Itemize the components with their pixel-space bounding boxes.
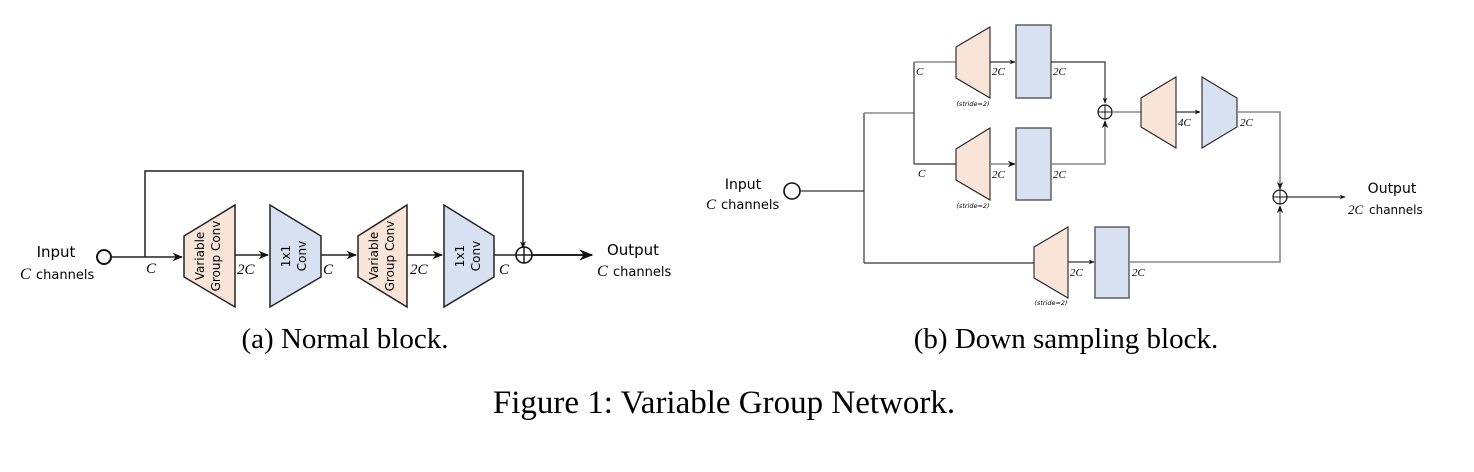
subcaption-a: (a) Normal block.: [242, 323, 449, 355]
down-shortcut-label-2c-mid: 2C: [1070, 267, 1084, 279]
normal-group-conv-2-line2: Group Conv: [383, 221, 397, 292]
down-merge-label-4c: 4C: [1178, 117, 1192, 129]
normal-output-channels: channels: [613, 265, 671, 280]
down-merge-edge-out: [1237, 111, 1284, 190]
down-sum-node-1: [1097, 104, 1113, 120]
down-input-title: Input: [725, 177, 762, 193]
down-mid-label-2c-mid: 2C: [992, 169, 1006, 181]
down-top-group-conv: [955, 26, 991, 99]
normal-label-2c-b: 2C: [410, 262, 429, 278]
downsampling-block-diagram: Input C channels C (stride=2) 2C 2C C (s…: [706, 24, 1423, 307]
normal-input-symbol: C: [20, 266, 31, 283]
down-input-node: [783, 182, 801, 200]
normal-pointwise-conv-1-line1: 1x1: [279, 245, 293, 267]
normal-pointwise-conv-2-line1: 1x1: [453, 245, 467, 267]
normal-output-title: Output: [607, 241, 659, 259]
down-mid-group-conv: [955, 127, 991, 201]
figure-caption: Figure 1: Variable Group Network.: [493, 385, 955, 421]
down-shortcut-pointwise-conv: [1094, 226, 1130, 299]
down-merge-pointwise-conv: [1201, 76, 1238, 149]
down-top-edge-out: [1051, 61, 1108, 104]
normal-label-c-in: C: [146, 261, 157, 277]
down-merge-group-conv: [1140, 76, 1177, 149]
normal-input-channels: channels: [36, 268, 94, 283]
down-sum-node-2: [1272, 189, 1288, 205]
down-shortcut-label-2c-out: 2C: [1132, 267, 1146, 279]
down-mid-pointwise-conv: [1015, 127, 1052, 201]
normal-label-c-out: C: [499, 262, 510, 278]
normal-group-conv-1-line1: Variable: [193, 232, 207, 281]
down-input-channels: channels: [721, 198, 779, 213]
down-top-stride: (stride=2): [956, 100, 989, 108]
down-merge-label-2c: 2C: [1240, 117, 1254, 129]
down-top-label-c: C: [916, 66, 924, 78]
normal-group-conv-2-line1: Variable: [367, 232, 381, 281]
down-output-channels: channels: [1369, 203, 1423, 217]
subcaption-b: (b) Down sampling block.: [914, 323, 1218, 355]
normal-group-conv-1-line2: Group Conv: [209, 221, 223, 292]
normal-pointwise-conv-2: [443, 203, 495, 309]
normal-pointwise-conv-1-line2: Conv: [295, 241, 309, 271]
down-mid-label-2c-out: 2C: [1053, 169, 1067, 181]
normal-input-node: [96, 249, 112, 265]
normal-block-diagram: Input C channels C Variable Group Conv 2…: [20, 170, 671, 309]
normal-group-conv-2: [357, 203, 408, 309]
normal-group-conv-1: [183, 203, 236, 309]
down-input-symbol: C: [706, 197, 717, 213]
normal-pointwise-conv-1: [269, 203, 322, 309]
down-shortcut-group-conv: [1033, 226, 1069, 299]
down-shortcut-edge-out: [1129, 205, 1284, 263]
normal-pointwise-conv-2-line2: Conv: [469, 241, 483, 271]
down-output-symbol: 2C: [1348, 202, 1364, 217]
down-shortcut-stride: (stride=2): [1034, 299, 1067, 307]
down-top-pointwise-conv: [1015, 24, 1052, 99]
down-output-title: Output: [1368, 181, 1417, 197]
normal-skip-connection: [144, 170, 526, 257]
normal-label-2c-a: 2C: [237, 262, 256, 278]
down-mid-stride: (stride=2): [956, 202, 989, 210]
normal-sum-node: [515, 246, 533, 264]
down-mid-edge-out: [1051, 120, 1109, 165]
normal-input-title: Input: [37, 243, 76, 261]
down-mid-label-c: C: [918, 168, 926, 180]
normal-output-symbol: C: [597, 263, 608, 280]
normal-label-c-mid: C: [323, 262, 334, 278]
down-top-label-2c-out: 2C: [1053, 66, 1067, 78]
down-top-label-2c-mid: 2C: [992, 66, 1006, 78]
